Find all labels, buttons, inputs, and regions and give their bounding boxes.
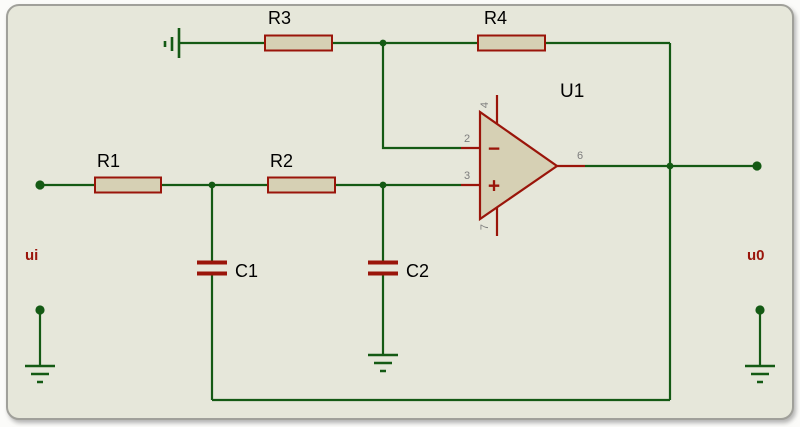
input-ground-terminal[interactable]	[35, 305, 45, 315]
label-c1: C1	[235, 261, 258, 281]
label-r2: R2	[270, 151, 293, 171]
pin-number-4: 4	[479, 102, 491, 108]
net-label-output: u0	[747, 247, 765, 264]
power-rail-symbol[interactable]	[163, 28, 181, 58]
junction-dot	[379, 181, 387, 189]
pin-number-3: 3	[464, 170, 470, 182]
input-terminal[interactable]	[35, 180, 45, 190]
junction-dot	[666, 162, 674, 170]
opamp-body[interactable]	[478, 109, 559, 222]
net-label-input: ui	[25, 247, 38, 264]
opamp-non-inverting-sign: +	[488, 175, 500, 198]
wire-inverting-input[interactable]	[381, 43, 461, 150]
label-c2: C2	[406, 261, 429, 281]
label-r4: R4	[484, 8, 507, 28]
capacitor-c1[interactable]	[197, 260, 227, 276]
label-r3: R3	[268, 8, 291, 28]
ground-symbol-input[interactable]	[25, 364, 55, 384]
ground-symbol-c2[interactable]	[368, 353, 398, 373]
resistor-r1[interactable]	[94, 176, 162, 194]
pin-number-6: 6	[577, 150, 583, 162]
pin-number-2: 2	[464, 133, 470, 145]
ground-symbol-output[interactable]	[745, 364, 775, 384]
junction-dot	[208, 181, 216, 189]
label-u1: U1	[560, 81, 584, 102]
resistor-r3[interactable]	[264, 34, 333, 52]
label-r1: R1	[97, 151, 120, 171]
resistor-r4[interactable]	[477, 34, 546, 52]
resistor-r2[interactable]	[267, 176, 336, 194]
schematic-sheet	[6, 4, 794, 420]
junction-dot	[379, 39, 387, 47]
junction-dots	[208, 39, 674, 189]
output-terminal[interactable]	[752, 161, 762, 171]
opamp-inverting-sign: −	[488, 138, 500, 161]
opamp-pin-stubs	[461, 95, 585, 236]
opamp-u1[interactable]: − +	[461, 95, 585, 236]
output-ground-terminal[interactable]	[755, 305, 765, 315]
pin-number-7: 7	[479, 224, 491, 230]
capacitor-c2[interactable]	[368, 260, 398, 276]
